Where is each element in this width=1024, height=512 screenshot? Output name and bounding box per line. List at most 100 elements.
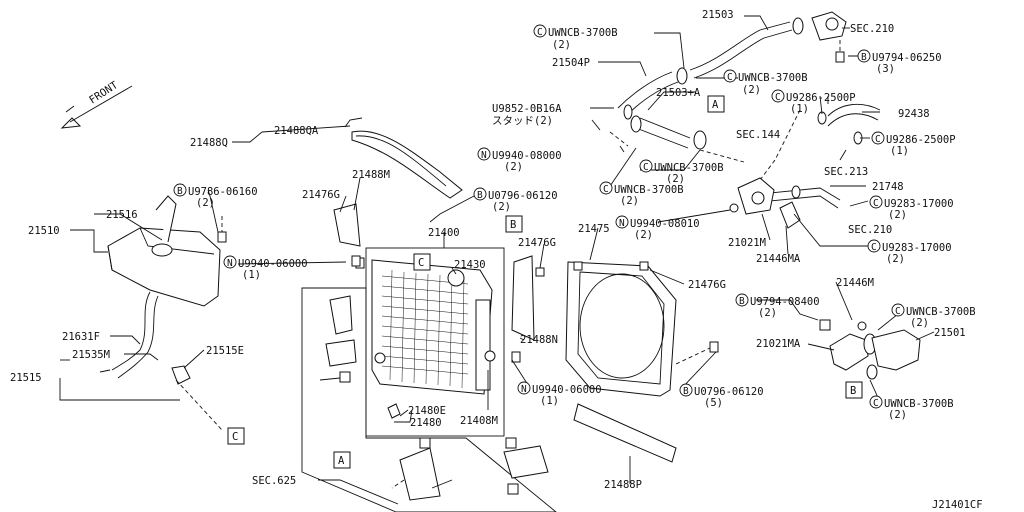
upper-hose-group <box>609 11 881 229</box>
radiator-core-hatch <box>381 269 469 389</box>
label-21503A: 21503+A <box>656 87 701 99</box>
label-21476G-a: 21476G <box>302 189 340 201</box>
label-21504P: 21504P <box>552 57 590 69</box>
label-uwncb-top-a: UWNCB-3700B <box>548 27 618 39</box>
label-n9940-06000-a: U9940-06000 <box>238 258 308 270</box>
svg-text:B: B <box>850 385 856 397</box>
svg-text:C: C <box>603 184 609 195</box>
svg-text:(2): (2) <box>620 195 639 207</box>
svg-text:B: B <box>861 52 867 63</box>
label-21503: 21503 <box>702 9 734 21</box>
label-sec210-mid: SEC.210 <box>848 224 892 236</box>
svg-text:C: C <box>895 306 901 317</box>
label-u9794-06250: U9794-06250 <box>872 52 942 64</box>
svg-text:B: B <box>477 190 483 201</box>
label-21501: 21501 <box>934 327 966 339</box>
deflectors <box>333 203 677 463</box>
leader-lines <box>59 15 935 505</box>
label-u9283-b: U9283-17000 <box>882 242 952 254</box>
svg-text:(2): (2) <box>888 209 907 221</box>
svg-text:C: C <box>232 431 238 443</box>
label-21400: 21400 <box>428 227 460 239</box>
svg-text:(2): (2) <box>634 229 653 241</box>
label-uwncb-top-b: UWNCB-3700B <box>738 72 808 84</box>
part-labels: 21503 SEC.210 C UWNCB-3700B (2) 21504P B… <box>10 9 983 511</box>
label-21488M: 21488M <box>352 169 390 181</box>
label-u9286-mid: U9286-2500P <box>886 134 956 146</box>
lower-hose <box>819 319 921 380</box>
svg-text:B: B <box>739 296 745 307</box>
label-uwncb-mid-d: UWNCB-3700B <box>614 184 684 196</box>
label-21476G-c: 21476G <box>688 279 726 291</box>
label-21446MA: 21446MA <box>756 253 801 265</box>
label-u9794-08400: U9794-08400 <box>750 296 820 308</box>
ref-box-B-mid: B <box>505 215 523 233</box>
reservoir-tank <box>99 195 227 431</box>
label-sec625: SEC.625 <box>252 475 296 487</box>
svg-text:(1): (1) <box>540 395 559 407</box>
svg-text:A: A <box>712 99 719 111</box>
svg-text:(5): (5) <box>704 397 723 409</box>
svg-text:(2): (2) <box>492 201 511 213</box>
svg-text:C: C <box>775 92 781 103</box>
svg-text:(1): (1) <box>790 103 809 115</box>
ref-box-C-left: C <box>227 427 245 445</box>
ref-box-A-bottom: A <box>333 451 351 469</box>
label-sec144: SEC.144 <box>736 129 780 141</box>
label-uwncb-right-f: UWNCB-3700B <box>884 398 954 410</box>
label-21515: 21515 <box>10 372 42 384</box>
lower-mount-box <box>301 287 557 512</box>
label-sec213: SEC.213 <box>824 166 868 178</box>
svg-text:(1): (1) <box>890 145 909 157</box>
label-21488QA: 21488QA <box>274 125 319 137</box>
label-u9286-top: U9286-2500P <box>786 92 856 104</box>
label-21510: 21510 <box>28 225 60 237</box>
label-21430: 21430 <box>454 259 486 271</box>
label-21631F: 21631F <box>62 331 100 343</box>
label-21516: 21516 <box>106 209 138 221</box>
svg-text:C: C <box>871 242 877 253</box>
label-21748: 21748 <box>872 181 904 193</box>
svg-text:(2): (2) <box>666 173 685 185</box>
label-uwncb-mid-c: UWNCB-3700B <box>654 162 724 174</box>
label-sec210-top: SEC.210 <box>850 23 894 35</box>
label-n9940-06000-b: U9940-06000 <box>532 384 602 396</box>
label-n9940-08010: U9940-08010 <box>630 218 700 230</box>
drawing-code: J21401CF <box>932 499 983 511</box>
svg-text:N: N <box>619 218 625 229</box>
radiator <box>355 247 521 437</box>
svg-text:(2): (2) <box>504 161 523 173</box>
svg-text:B: B <box>683 386 689 397</box>
svg-text:(2): (2) <box>758 307 777 319</box>
label-21488Q: 21488Q <box>190 137 228 149</box>
svg-text:(2): (2) <box>886 253 905 265</box>
label-21446M: 21446M <box>836 277 874 289</box>
svg-text:(2): (2) <box>888 409 907 421</box>
label-21480E: 21480E <box>408 405 446 417</box>
label-21021M: 21021M <box>728 237 766 249</box>
label-21480: 21480 <box>410 417 442 429</box>
svg-text:(2): (2) <box>742 84 761 96</box>
svg-text:N: N <box>521 384 527 395</box>
label-21535M: 21535M <box>72 349 110 361</box>
svg-text:C: C <box>873 398 879 409</box>
ref-box-C-radiator: C <box>413 253 431 271</box>
label-21515E: 21515E <box>206 345 244 357</box>
svg-text:N: N <box>481 150 487 161</box>
label-uwncb-right-e: UWNCB-3700B <box>906 306 976 318</box>
upper-shroud <box>344 117 463 199</box>
label-b0796-a: U0796-06120 <box>488 190 558 202</box>
svg-text:C: C <box>875 134 881 145</box>
label-21488P: 21488P <box>604 479 642 491</box>
label-92438: 92438 <box>898 108 930 120</box>
svg-text:B: B <box>510 219 516 231</box>
svg-text:C: C <box>873 198 879 209</box>
label-21475: 21475 <box>578 223 610 235</box>
ref-box-B-right: B <box>845 381 863 399</box>
label-stud: スタッド(2) <box>492 115 553 127</box>
label-21488N: 21488N <box>520 334 558 346</box>
svg-text:(3): (3) <box>876 63 895 75</box>
label-u9283-a: U9283-17000 <box>884 198 954 210</box>
